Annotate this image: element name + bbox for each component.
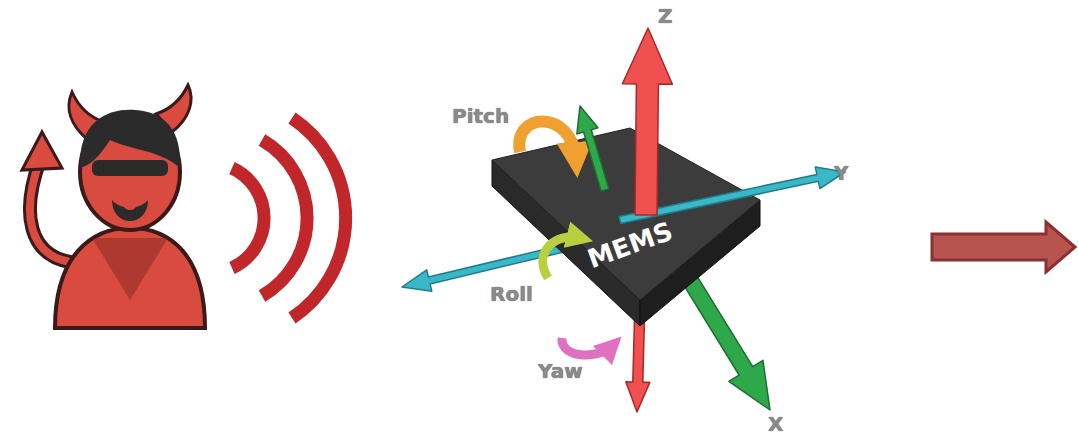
- attacker-icon: [22, 85, 205, 328]
- axis-label: Yaw: [538, 361, 583, 381]
- z-axis-arrow: [622, 28, 672, 215]
- axis-label: Z: [658, 6, 673, 26]
- mems-chip: MEMS: [480, 120, 780, 340]
- axis-label: Roll: [490, 284, 533, 304]
- axis-label: X: [768, 414, 783, 434]
- pitch-arrow: [519, 121, 576, 160]
- x-axis-arrow: [577, 106, 609, 191]
- roll-arrow: [543, 237, 580, 278]
- axis-label: Y: [834, 163, 848, 183]
- x-axis-arrow: [683, 276, 770, 410]
- sound-waves: [232, 118, 346, 318]
- yaw-arrow: [562, 338, 612, 355]
- axis-label: Pitch: [452, 106, 509, 126]
- output-arrow: [932, 222, 1075, 272]
